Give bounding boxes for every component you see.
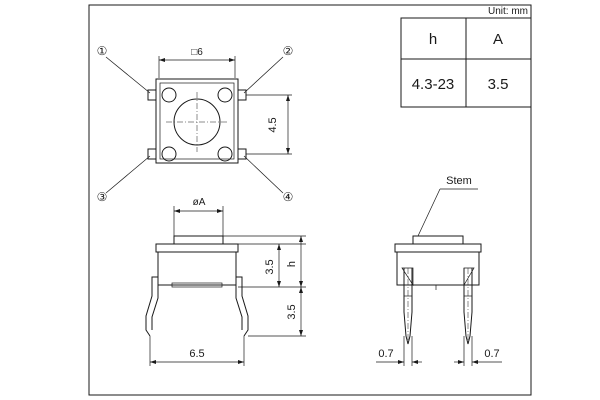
body-h-arrow-top: [277, 244, 281, 250]
side-body-top: [394, 243, 482, 253]
side-right-arrow-1: [458, 360, 464, 364]
width-label: 6.5: [189, 348, 204, 360]
side-right-dim-label: 0.7: [484, 348, 499, 360]
side-pin-left: [403, 268, 413, 345]
side-view: Stem 0.7 0.7: [376, 175, 502, 366]
pitch-label: 4.5: [267, 117, 279, 132]
front-base-plate: [171, 282, 223, 288]
leader-1: [105, 56, 151, 94]
side-pin-right: [463, 268, 473, 345]
stem-label: Stem: [446, 175, 472, 187]
unit-label: Unit: mm: [488, 6, 528, 17]
dia-arrow-right: [217, 209, 223, 213]
front-body-top: [155, 243, 239, 253]
width-arrow-left: [150, 360, 156, 364]
leader-3: [105, 155, 151, 194]
pitch-arrow-bottom: [286, 148, 290, 154]
stem-leader: [417, 188, 441, 237]
corner-hole-2: [217, 87, 233, 103]
h-arrow-bottom: [299, 281, 303, 287]
corner-hole-3: [161, 146, 177, 162]
lead-label: 3.5: [286, 304, 298, 319]
side-left-arrow-1: [398, 360, 404, 364]
corner-hole-1: [161, 87, 177, 103]
h-arrow-top: [299, 236, 303, 242]
callout-3: ③: [97, 190, 108, 204]
dia-label: øA: [193, 197, 206, 208]
dia-arrow-left: [174, 209, 180, 213]
table-header-h: h: [429, 31, 437, 48]
corner-hole-4: [217, 146, 233, 162]
top-dim-arrow-right: [229, 58, 235, 62]
side-right-arrow-2: [472, 360, 478, 364]
table-value-h: 4.3-23: [412, 76, 455, 93]
side-pin-left-collar: [401, 267, 414, 287]
h-label: h: [286, 261, 298, 267]
terminal-3: [147, 148, 157, 160]
table-value-a: 3.5: [488, 76, 509, 93]
lead-arrow-bottom: [299, 330, 303, 336]
width-arrow-right: [238, 360, 244, 364]
side-left-arrow-2: [412, 360, 418, 364]
front-body: [157, 251, 237, 286]
front-lead-left: [145, 276, 159, 337]
top-dim-arrow-left: [159, 58, 165, 62]
outer-frame: [88, 4, 532, 396]
top-view: □6 ① ② ③ ④ 4.5: [97, 44, 294, 204]
side-stem: [412, 235, 464, 245]
front-lead-right: [235, 276, 249, 337]
top-size-label: □6: [191, 47, 203, 58]
leader-2: [243, 56, 284, 94]
side-left-dim-label: 0.7: [378, 348, 393, 360]
terminal-4: [237, 148, 247, 160]
callout-2: ②: [283, 44, 294, 58]
leader-4: [243, 155, 284, 194]
top-body-outer: [155, 78, 239, 164]
front-view: øA 3.5 h 3.5 6.5: [145, 197, 306, 366]
spec-table: h A 4.3-23 3.5: [400, 17, 532, 108]
body-h-arrow-bottom: [277, 281, 281, 287]
terminal-2: [237, 89, 247, 101]
table-header-a: A: [493, 31, 503, 48]
callout-1: ①: [97, 44, 108, 58]
body-h-label: 3.5: [264, 259, 276, 274]
top-body-inner: [159, 82, 235, 160]
lead-arrow-top: [299, 287, 303, 293]
terminal-1: [147, 89, 157, 101]
callout-4: ④: [283, 190, 294, 204]
front-stem: [173, 235, 224, 245]
pitch-arrow-top: [286, 95, 290, 101]
